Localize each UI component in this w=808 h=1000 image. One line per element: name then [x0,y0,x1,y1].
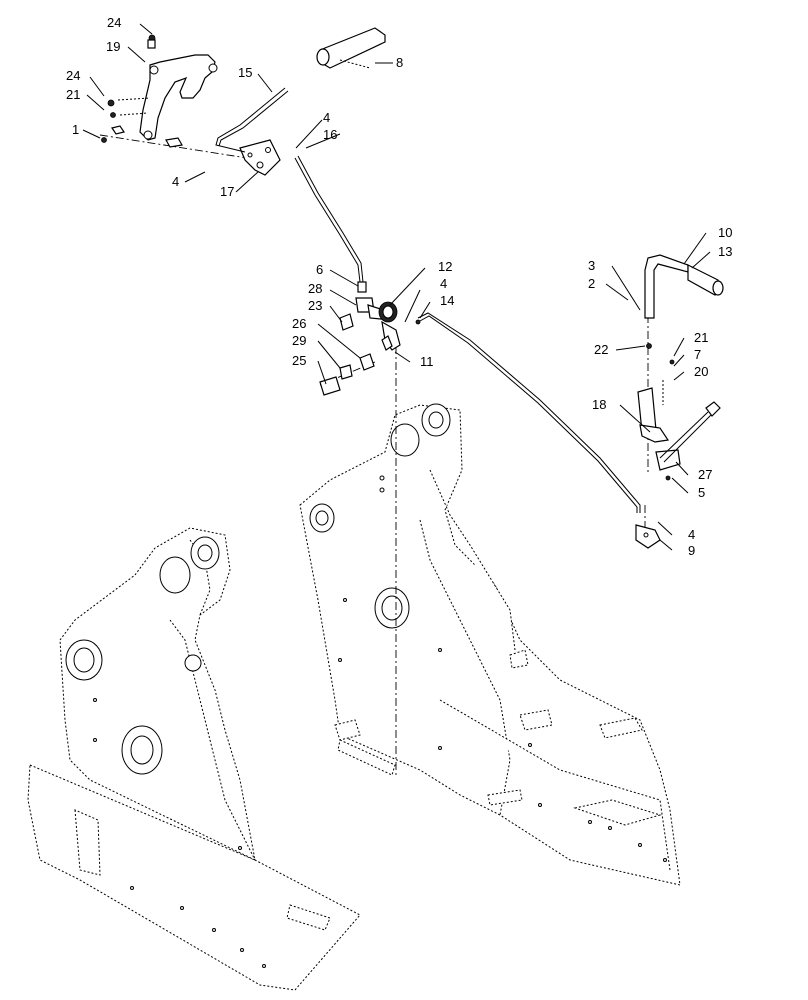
callout-24-top: 24 [107,15,121,30]
right-frame-assembly [299,403,681,886]
callout-19: 19 [106,39,120,54]
callout-13: 13 [718,244,732,259]
callout-10: 10 [718,225,732,240]
callout-9: 9 [688,543,695,558]
callout-16: 16 [323,127,337,142]
callout-21-left: 21 [66,87,80,102]
callout-7: 7 [694,347,701,362]
left-frame-assembly [27,527,361,991]
upper-left-bracket [101,34,218,148]
callout-25: 25 [292,353,306,368]
callout-18: 18 [592,397,606,412]
right-handle-assembly [637,254,724,481]
callout-14: 14 [440,293,454,308]
callout-4-center: 4 [440,276,447,291]
callout-20: 20 [694,364,708,379]
grip-8 [316,27,386,69]
callout-3: 3 [588,258,595,273]
callout-24-left: 24 [66,68,80,83]
rod-14 [417,312,641,513]
callout-4-right: 4 [688,527,695,542]
callout-23: 23 [308,298,322,313]
callout-leaders [82,23,711,551]
rod-16 [294,155,364,283]
callout-12: 12 [438,259,452,274]
callout-labels: 24 19 24 21 1 4 17 15 8 4 16 6 28 23 26 … [66,15,732,558]
callout-2: 2 [588,276,595,291]
callout-27: 27 [698,467,712,482]
callout-17: 17 [220,184,234,199]
callout-8: 8 [396,55,403,70]
handle-rod-15 [215,87,289,153]
callout-26: 26 [292,316,306,331]
callout-11: 11 [420,354,434,369]
center-linkage [319,281,421,396]
callout-28: 28 [308,281,322,296]
callout-21-right: 21 [694,330,708,345]
callout-5: 5 [698,485,705,500]
callout-6: 6 [316,262,323,277]
callout-1: 1 [72,122,79,137]
plate-17 [239,139,281,176]
callout-29: 29 [292,333,306,348]
callout-15: 15 [238,65,252,80]
callout-22: 22 [594,342,608,357]
callout-4-left: 4 [172,174,179,189]
clevis-9 [635,524,661,549]
callout-4-top: 4 [323,110,330,125]
